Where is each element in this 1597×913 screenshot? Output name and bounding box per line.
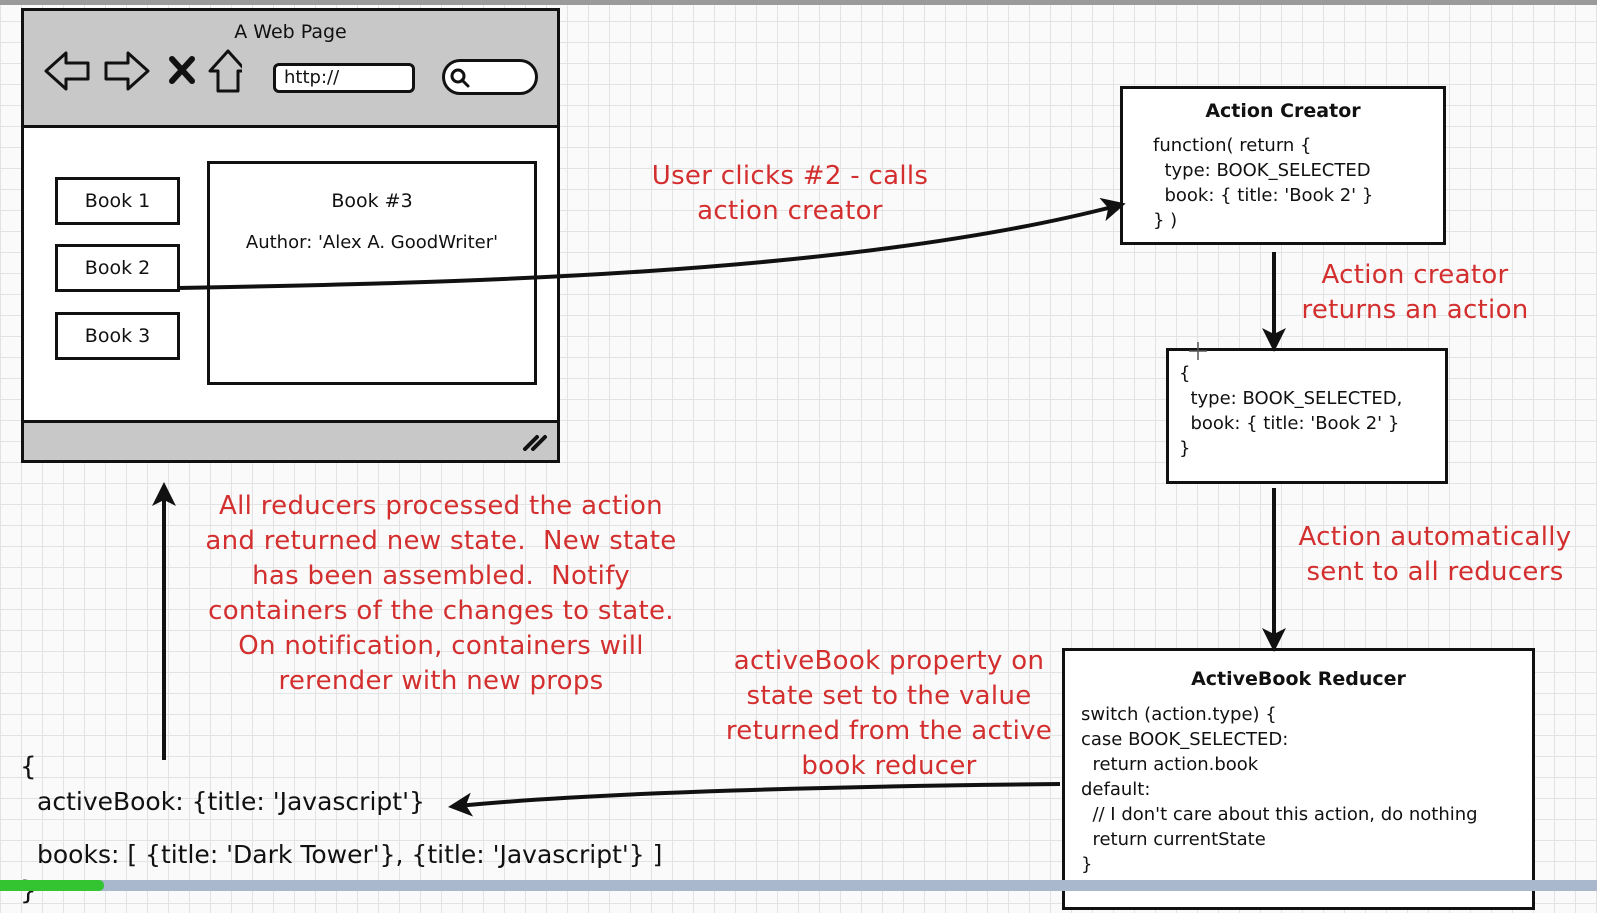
action-object-box: { type: BOOK_SELECTED, book: { title: 'B… [1166, 348, 1448, 484]
back-arrow-icon[interactable] [44, 51, 90, 91]
stop-icon[interactable] [169, 56, 195, 84]
browser-status-bar [24, 420, 557, 460]
annotation-returns-action: Action creator returns an action [1301, 260, 1529, 325]
browser-toolbar: A Web Page http:// [24, 11, 557, 128]
arrow-reducer-to-state [448, 782, 1061, 817]
search-icon [450, 68, 470, 88]
search-field[interactable] [442, 59, 538, 95]
action-object-code: { type: BOOK_SELECTED, book: { title: 'B… [1179, 363, 1403, 459]
reducer-code: switch (action.type) { case BOOK_SELECTE… [1081, 704, 1478, 875]
forward-arrow-icon[interactable] [104, 51, 150, 91]
video-progress-bar[interactable] [0, 880, 1597, 891]
reducer-title: ActiveBook Reducer [1191, 668, 1406, 690]
window-title: A Web Page [234, 21, 347, 43]
state-open-brace: { [20, 752, 37, 782]
book-2-button[interactable]: Book 2 [55, 244, 180, 292]
annotation-user-clicks: User clicks #2 - calls action creator [651, 161, 929, 226]
action-creator-box: Action Creator function( return { type: … [1120, 86, 1446, 245]
detail-author: Author: 'Alex A. GoodWriter' [245, 232, 499, 253]
active-book-reducer-box: ActiveBook Reducer switch (action.type) … [1062, 648, 1535, 910]
book-detail-panel: Book #3 Author: 'Alex A. GoodWriter' [207, 161, 537, 385]
cursor-crosshair [1189, 342, 1207, 360]
book-1-button[interactable]: Book 1 [55, 177, 180, 225]
book-3-label: Book 3 [84, 325, 151, 347]
state-books: books: [ {title: 'Dark Tower'}, {title: … [37, 840, 663, 869]
action-creator-title: Action Creator [1205, 100, 1361, 122]
detail-title: Book #3 [331, 190, 413, 212]
url-text: http:// [284, 67, 340, 88]
book-3-button[interactable]: Book 3 [55, 312, 180, 360]
arrow-book2-to-action-creator [177, 197, 1126, 290]
action-creator-code: function( return { type: BOOK_SELECTED b… [1153, 135, 1374, 231]
book-1-label: Book 1 [84, 190, 151, 212]
state-active-book: activeBook: {title: 'Javascript'} [37, 787, 425, 816]
book-2-label: Book 2 [84, 257, 151, 279]
resize-grip-icon[interactable] [521, 433, 549, 451]
annotation-active-prop: activeBook property on state set to the … [725, 646, 1053, 781]
web-page-mockup: A Web Page http:// Book 1 Book 2 Book 3 [21, 8, 560, 463]
annotation-all-reducers: All reducers processed the action and re… [205, 491, 677, 696]
url-field[interactable]: http:// [273, 63, 415, 93]
video-progress-fill [0, 880, 104, 891]
annotation-auto-sent: Action automatically sent to all reducer… [1298, 522, 1572, 587]
top-edge [0, 0, 1597, 5]
nav-icons [44, 49, 242, 93]
home-icon[interactable] [208, 49, 242, 93]
